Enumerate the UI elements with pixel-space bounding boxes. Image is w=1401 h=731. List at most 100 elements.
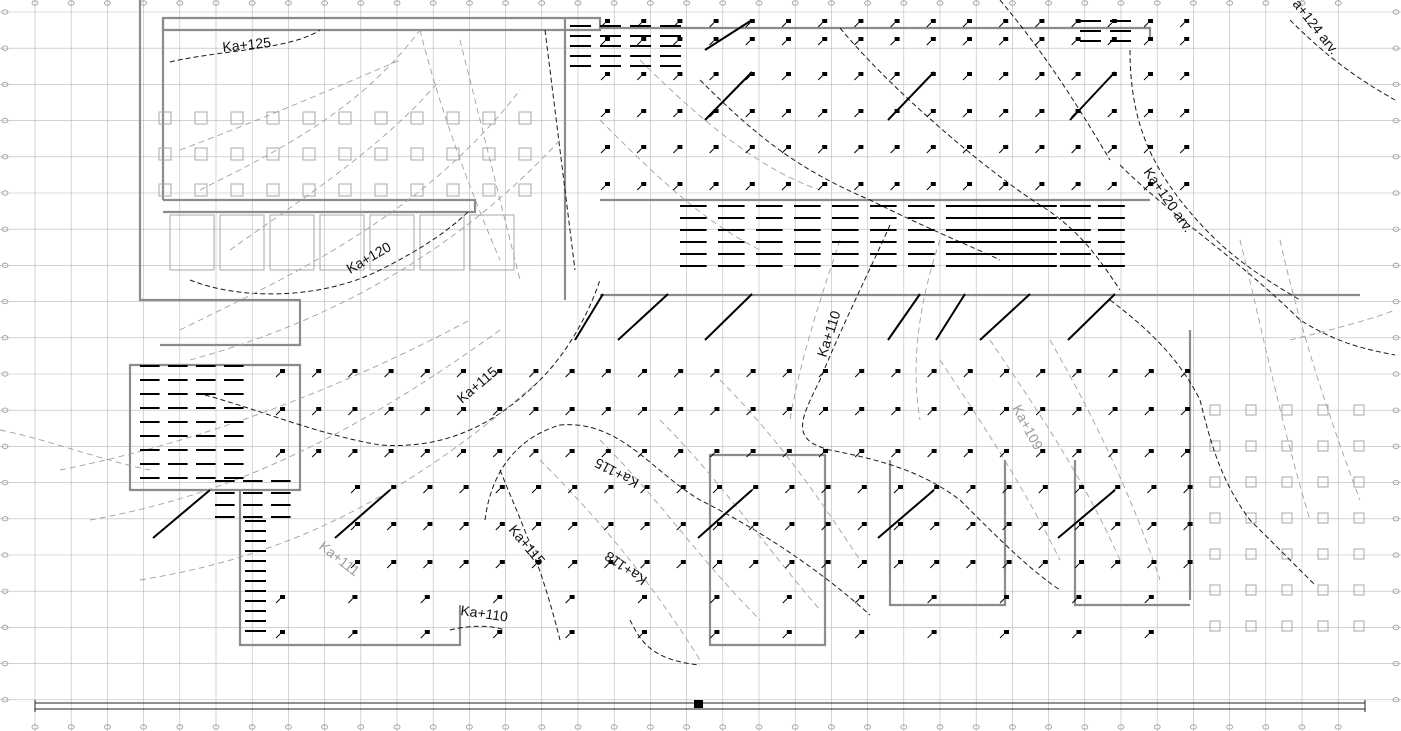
annotation-hatch	[1067, 205, 1091, 207]
column-marker	[1039, 19, 1045, 23]
column-marker-tick	[890, 148, 895, 154]
annotation-hatch	[245, 530, 266, 532]
column-marker-tick	[1035, 112, 1040, 118]
column-outline	[158, 111, 172, 125]
column-marker	[388, 407, 394, 411]
grid-bubble	[719, 724, 727, 730]
annotation-hatch	[215, 492, 235, 494]
column-marker-tick	[1035, 22, 1040, 28]
grid-bubble	[683, 0, 690, 6]
grid-bubble	[1, 443, 9, 449]
column-marker	[572, 560, 578, 564]
column-marker	[1004, 449, 1009, 453]
column-marker-tick	[854, 185, 859, 191]
column-marker-tick	[640, 563, 645, 569]
column-marker	[930, 145, 936, 149]
column-marker	[605, 369, 611, 373]
column-outline	[1209, 476, 1221, 488]
column-marker-tick	[456, 452, 462, 458]
column-marker-tick	[998, 185, 1004, 191]
annotation-hatch	[660, 45, 681, 47]
column-marker	[427, 485, 433, 489]
column-marker-tick	[492, 598, 498, 604]
column-marker	[1148, 407, 1154, 411]
column-marker	[1111, 109, 1117, 113]
annotation-hatch	[870, 217, 897, 219]
column-marker-tick	[857, 488, 863, 494]
grid-bubble	[828, 0, 835, 6]
column-marker-tick	[782, 410, 788, 416]
column-marker	[536, 560, 541, 564]
column-marker	[1004, 407, 1009, 411]
grid-bubble	[1, 9, 9, 15]
annotation-hatch	[756, 229, 783, 231]
grid-bubble	[1117, 724, 1125, 730]
grid-bubble	[1392, 298, 1400, 305]
column-marker	[1079, 522, 1084, 526]
column-marker	[714, 369, 720, 373]
annotation-hatch	[245, 630, 266, 632]
column-marker-tick	[817, 148, 823, 154]
column-marker	[753, 560, 759, 564]
column-marker-tick	[567, 563, 573, 569]
column-marker-tick	[459, 563, 464, 569]
column-marker	[967, 109, 972, 113]
column-marker	[786, 72, 791, 76]
grid-bubble	[610, 0, 618, 6]
column-marker	[499, 522, 505, 526]
column-marker	[1006, 560, 1012, 564]
column-outline	[302, 147, 316, 161]
annotation-hatch	[168, 407, 188, 409]
room-outline	[169, 214, 215, 271]
column-marker	[644, 522, 650, 526]
column-marker	[1042, 485, 1048, 489]
column-marker	[898, 485, 903, 489]
column-marker	[1148, 109, 1153, 113]
annotation-hatch	[946, 241, 973, 243]
column-marker	[352, 630, 358, 634]
column-marker	[858, 145, 864, 149]
column-marker-tick	[926, 185, 932, 191]
annotation-hatch	[718, 253, 745, 255]
column-outline	[266, 183, 280, 197]
annotation-hatch	[984, 253, 1011, 255]
column-marker	[1185, 407, 1190, 411]
column-marker-tick	[600, 40, 606, 46]
grid-bubble	[176, 724, 184, 730]
grid-bubble	[357, 724, 365, 730]
annotation-hatch	[570, 65, 591, 67]
column-outline	[410, 147, 424, 161]
column-marker-tick	[423, 525, 428, 531]
column-marker-tick	[710, 633, 715, 639]
column-marker	[533, 369, 539, 373]
column-outline	[446, 183, 460, 197]
column-marker	[1040, 407, 1046, 411]
column-marker	[680, 560, 686, 564]
grid-bubble	[647, 0, 654, 6]
column-marker	[316, 369, 322, 373]
column-marker-tick	[423, 563, 428, 569]
grid-bubble	[357, 0, 365, 6]
contour-label-ka110-a: Ka+110	[814, 308, 844, 358]
column-marker-tick	[348, 598, 353, 604]
contour-line-grey	[179, 89, 521, 331]
column-marker-tick	[712, 563, 718, 569]
annotation-hatch	[1101, 253, 1125, 255]
annotation-hatch	[908, 229, 935, 231]
column-marker-tick	[637, 372, 643, 378]
column-marker-tick	[781, 75, 787, 81]
column-marker-tick	[927, 598, 932, 604]
column-marker	[967, 145, 972, 149]
column-marker-tick	[531, 563, 537, 569]
column-marker-tick	[420, 452, 426, 458]
column-marker	[497, 407, 503, 411]
column-marker	[931, 449, 937, 453]
annotation-hatch	[630, 55, 651, 57]
column-marker-tick	[1180, 410, 1186, 416]
column-marker	[822, 145, 828, 149]
annotation-hatch	[946, 265, 973, 267]
column-marker	[786, 630, 792, 634]
column-outline	[1209, 620, 1221, 632]
column-marker-tick	[854, 372, 860, 378]
